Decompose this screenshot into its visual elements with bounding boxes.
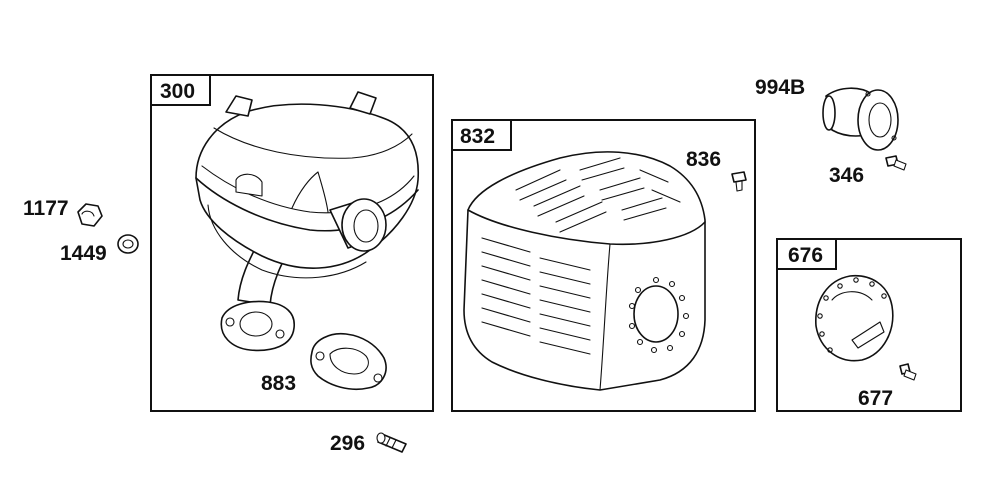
part-994b-spark-arrester[interactable]: 994B [755, 76, 899, 151]
part-296-stud[interactable]: 296 [330, 432, 407, 455]
deflector-cover-icon [815, 275, 894, 362]
part-883-label: 883 [261, 372, 296, 395]
group-676-label-box [776, 238, 837, 270]
slotted-heat-shield-icon [463, 151, 706, 391]
gasket-icon [310, 332, 387, 391]
part-1449-label: 1449 [60, 242, 107, 265]
part-677-label: 677 [858, 387, 893, 410]
small-screw-icon [899, 363, 917, 381]
part-296-label: 296 [330, 432, 365, 455]
group-832-label: 832 [460, 125, 495, 148]
stud-icon [376, 432, 407, 453]
part-1177-label: 1177 [23, 197, 69, 220]
part-883-gasket[interactable]: 883 [261, 332, 387, 395]
group-300-label: 300 [160, 80, 195, 103]
group-300-label-box [150, 74, 211, 106]
part-836-screw[interactable]: 836 [686, 148, 747, 192]
small-screw-icon [885, 155, 907, 171]
muffler-assembly-icon [195, 91, 420, 352]
part-1449-lock-washer[interactable]: 1449 [60, 234, 139, 265]
group-832-label-box [451, 119, 512, 151]
group-676-frame [776, 238, 962, 412]
group-676-muffler-cover[interactable]: 676 677 [776, 238, 962, 412]
part-346-screw[interactable]: 346 [829, 155, 907, 187]
group-832-frame [451, 119, 756, 412]
group-300-frame [150, 74, 434, 412]
hex-nut-icon [77, 203, 103, 227]
group-676-label: 676 [788, 244, 823, 267]
spark-arrester-icon [822, 87, 899, 151]
screw-icon [731, 171, 747, 192]
part-346-label: 346 [829, 164, 864, 187]
group-300-muffler[interactable]: 300 [150, 74, 434, 412]
lock-washer-icon [117, 234, 139, 254]
part-994b-label: 994B [755, 76, 805, 99]
part-677-screw[interactable]: 677 [858, 363, 917, 410]
part-1177-nut[interactable]: 1177 [23, 197, 103, 227]
group-832-heat-shield[interactable]: 832 [451, 119, 756, 412]
part-836-label: 836 [686, 148, 721, 171]
